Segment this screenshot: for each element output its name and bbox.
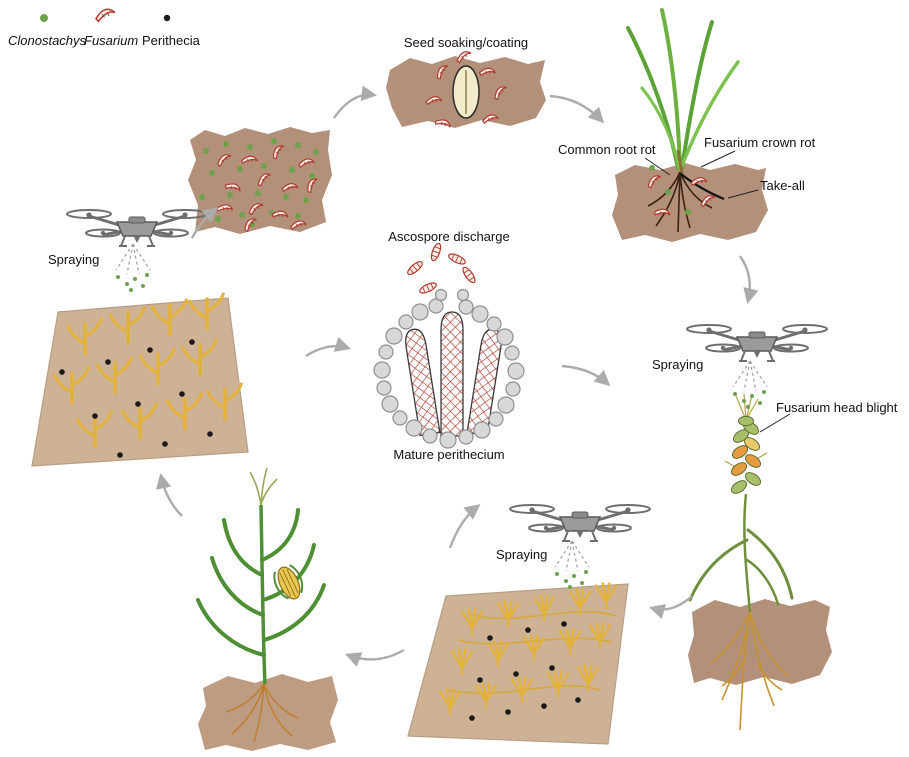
soil-patch-inoculum	[188, 127, 332, 234]
arrow-center-to-right	[561, 364, 611, 387]
arrow-seedling-to-drone	[739, 255, 759, 305]
arrow-plant-to-field	[649, 595, 693, 620]
seedling-leaves	[626, 8, 740, 170]
legend-label-clonostachys: Clonostachys	[8, 33, 87, 48]
ascospore-discharge-label: Ascospore discharge	[388, 229, 510, 244]
spraying-bottom-label: Spraying	[496, 547, 548, 562]
perithecia-dots-group	[469, 621, 581, 721]
wheat-stem	[743, 493, 752, 613]
perithecium-wall-pebbles	[373, 288, 525, 449]
fusarium-head-blight-line	[759, 413, 791, 433]
ascospores-discharging	[405, 241, 478, 296]
drone-right	[685, 323, 829, 410]
spraying-upper-left-label: Spraying	[48, 252, 100, 267]
asci-with-spores	[405, 311, 502, 437]
wheat-head	[724, 393, 768, 494]
cycle-arrows	[155, 85, 759, 667]
arrow-field-to-corn	[345, 648, 405, 667]
seed-soaking-illustration	[386, 50, 546, 134]
fusarium-head-blight-label: Fusarium head blight	[776, 400, 898, 415]
perithecium-illustration	[373, 241, 525, 449]
take-all-line	[727, 189, 759, 199]
arrow-drone-to-soil	[190, 207, 219, 239]
take-all-root	[680, 173, 725, 201]
arrow-bottom-to-center	[448, 504, 481, 549]
take-all-label: Take-all	[760, 178, 805, 193]
spray-bottom	[554, 540, 590, 590]
legend-label-fusarium: Fusarium	[84, 33, 139, 48]
annotation-lines	[644, 150, 791, 433]
bottom-field-plot	[407, 581, 629, 745]
root-pathogens	[645, 165, 717, 222]
seed-soaking-label: Seed soaking/coating	[403, 35, 529, 50]
corn-plant-illustration	[196, 467, 338, 751]
corn-tassel	[249, 467, 278, 506]
corn-ear	[273, 564, 304, 600]
mature-perithecium-label: Mature perithecium	[393, 447, 505, 462]
corn-leaves	[196, 508, 326, 657]
legend-label-perithecia: Perithecia	[142, 33, 200, 48]
spraying-right-label: Spraying	[652, 357, 704, 372]
arrow-soil-to-seed	[333, 85, 378, 119]
legend-icons	[40, 8, 171, 22]
wheat-plant-illustration	[688, 393, 832, 731]
green-dot-icon	[40, 14, 48, 22]
arrow-seed-to-seedling	[549, 94, 605, 124]
common-root-rot-line	[644, 157, 671, 176]
corn-stalk	[259, 504, 267, 685]
arrow-corn-to-leftfield	[155, 472, 183, 517]
perithecia-dots-group	[59, 339, 213, 458]
fusarium-crown-rot-label: Fusarium crown rot	[704, 135, 816, 150]
wheat-roots	[709, 611, 789, 731]
black-dot-icon	[163, 14, 171, 22]
common-root-rot-label: Common root rot	[558, 142, 656, 157]
fusarium-crown-rot-line	[700, 150, 736, 168]
wheat-seedling-illustration	[612, 8, 768, 242]
arrow-leftfield-to-center	[305, 336, 351, 358]
drone-upper-left	[65, 208, 209, 293]
left-field-plot	[31, 290, 249, 467]
corn-roots	[225, 683, 299, 743]
spray-upper-left	[115, 243, 151, 293]
seedling-crown	[676, 149, 684, 175]
wheat-leaves	[688, 528, 794, 606]
red-crescent-icon	[95, 8, 116, 22]
